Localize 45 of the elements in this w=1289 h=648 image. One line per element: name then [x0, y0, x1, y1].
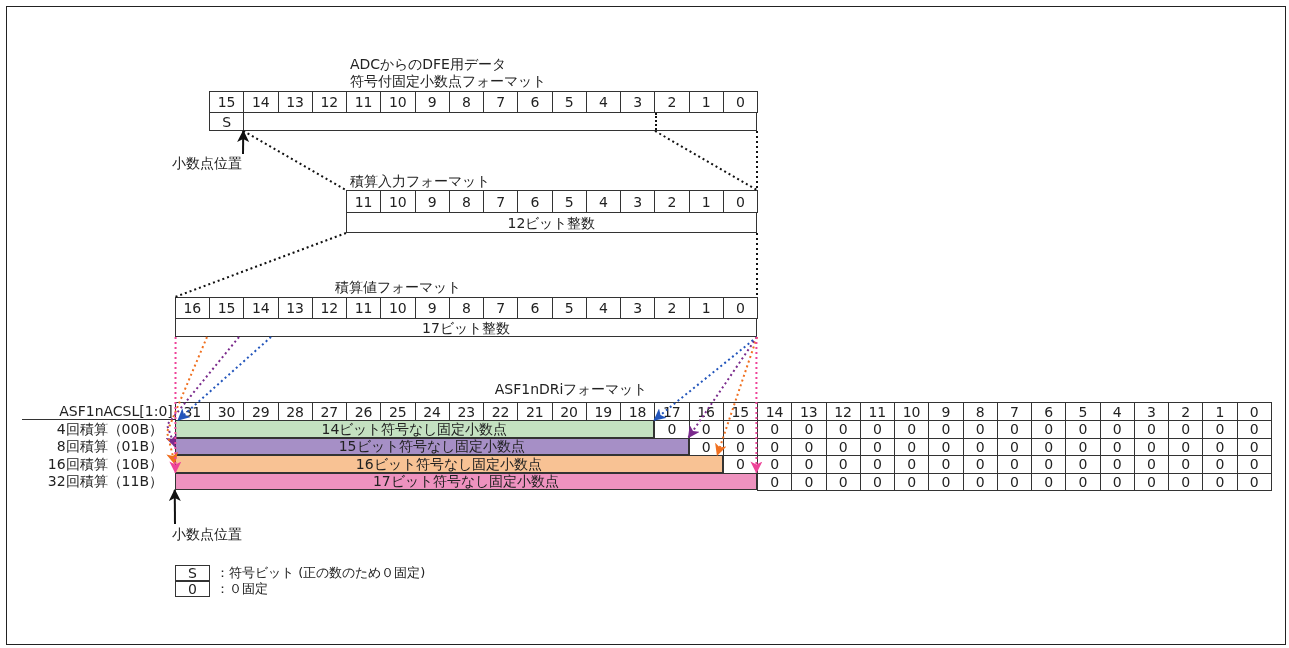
projection-line: [654, 130, 758, 191]
bit-field-bar: 16ビット符号なし固定小数点: [174, 455, 723, 473]
row-label: 4回積算（00B）: [55, 420, 164, 438]
mapping-arrow: [168, 489, 181, 525]
mapping-arrow: [237, 130, 250, 155]
legend-text: ：符号ビット (正の数のため０固定): [216, 565, 426, 581]
decimal-point-label: 小数点位置: [172, 154, 267, 172]
legend-key: S: [175, 565, 210, 581]
mapping-arrow: [715, 336, 758, 456]
bit-number: 0: [1236, 402, 1272, 421]
bit-number: 11: [346, 190, 382, 213]
projection-line: [242, 130, 347, 191]
decimal-point-label: 小数点位置: [172, 524, 267, 544]
table-title: 積算値フォーマット: [335, 279, 461, 295]
bit-number: 31: [174, 402, 210, 421]
row-label: 32回積算（11B）: [46, 472, 164, 490]
column-heading: ASF1nACSL[1:0]: [22, 402, 175, 420]
bit-number: 15: [209, 91, 245, 113]
table-title: 積算入力フォーマット: [350, 173, 490, 189]
bit-number: 0: [722, 190, 758, 213]
projection-line: [174, 232, 347, 298]
mapping-arrow: [177, 336, 272, 421]
bit-number: 16: [174, 297, 210, 319]
row-label: 8回積算（01B）: [55, 437, 164, 455]
zero-bit: 0: [757, 472, 793, 491]
legend-text: ：０固定: [216, 581, 268, 597]
bit-field: 12ビット整数: [346, 212, 757, 233]
mapping-arrow: [750, 336, 763, 474]
table-title: 符号付固定小数点フォーマット: [350, 73, 546, 89]
mapping-arrow: [165, 336, 208, 465]
projection-line: [756, 130, 758, 191]
table-title: ASF1nDRiフォーマット: [494, 381, 648, 397]
mapping-arrow: [165, 336, 240, 448]
mapping-arrow: [653, 336, 758, 421]
table-title: ADCからのDFE用データ: [350, 56, 506, 72]
register-table: [346, 173, 757, 233]
zero-bit: 0: [1236, 472, 1272, 491]
row-label: 16回積算（10B）: [46, 455, 164, 473]
mapping-arrow: [169, 336, 182, 474]
register-table: [209, 56, 757, 131]
bit-number: 0: [722, 91, 758, 113]
register-table: [175, 279, 757, 337]
legend-key: 0: [175, 581, 210, 597]
projection-line: [756, 232, 758, 298]
bit-number: 0: [722, 297, 758, 319]
